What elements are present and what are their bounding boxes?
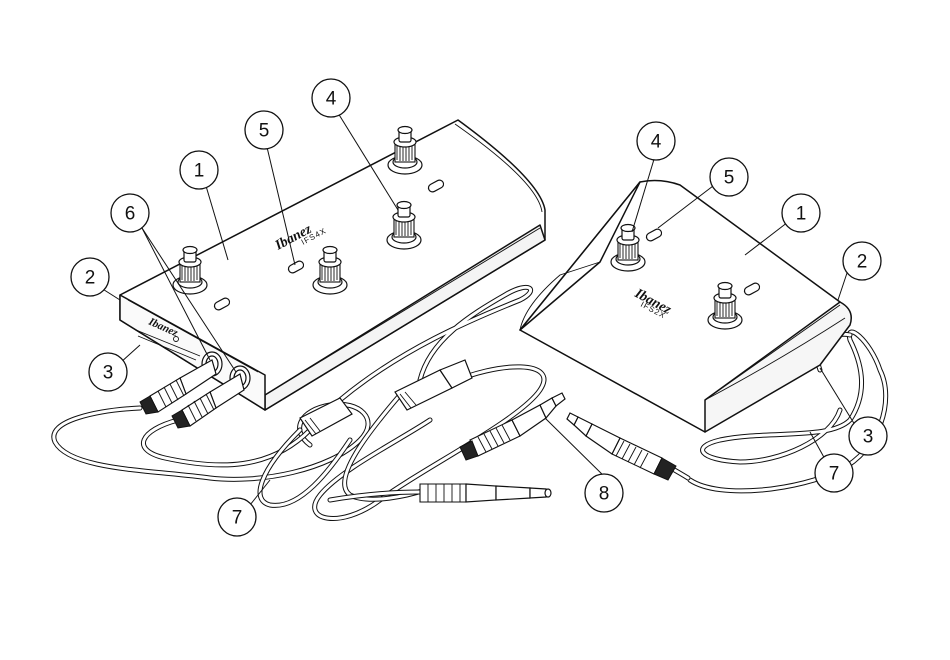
svg-text:2: 2	[857, 252, 868, 273]
callout-1-left: 1	[180, 151, 218, 189]
svg-text:3: 3	[103, 363, 114, 384]
callout-1-right: 1	[782, 194, 820, 232]
callout-7-right: 7	[815, 454, 853, 492]
svg-text:4: 4	[651, 132, 662, 153]
callout-5-left: 5	[245, 111, 283, 149]
callout-2-right: 2	[843, 242, 881, 280]
plug-a	[460, 393, 565, 460]
callout-7-left: 7	[218, 498, 256, 536]
callout-5-right: 5	[710, 158, 748, 196]
svg-text:5: 5	[724, 168, 735, 189]
svg-text:7: 7	[232, 508, 243, 529]
svg-text:4: 4	[326, 89, 337, 110]
svg-text:3: 3	[863, 427, 874, 448]
plug-c	[567, 413, 688, 480]
svg-text:2: 2	[85, 268, 96, 289]
callout-2-left: 2	[71, 258, 109, 296]
svg-text:1: 1	[796, 204, 807, 225]
svg-text:8: 8	[599, 484, 610, 505]
callout-4-left: 4	[312, 79, 350, 117]
callout-8: 8	[585, 474, 623, 512]
svg-text:6: 6	[125, 204, 136, 225]
svg-text:7: 7	[829, 464, 840, 485]
svg-text:1: 1	[194, 161, 205, 182]
callout-4-right: 4	[637, 122, 675, 160]
callout-3-left: 3	[89, 353, 127, 391]
callout-6: 6	[111, 194, 149, 232]
svg-text:5: 5	[259, 121, 270, 142]
callout-3-right: 3	[849, 417, 887, 455]
